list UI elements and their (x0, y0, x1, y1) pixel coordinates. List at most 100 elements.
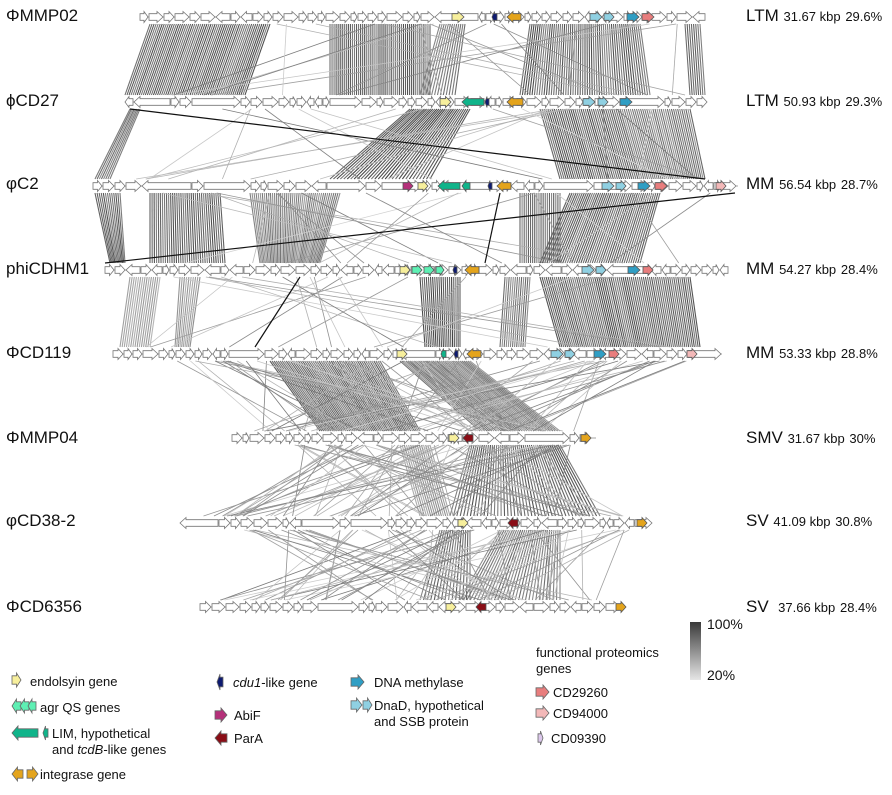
gene-arrow (329, 95, 362, 109)
homology-link (571, 192, 600, 264)
homology-link (173, 23, 376, 96)
homology-link (313, 276, 332, 348)
gene-arrow (263, 10, 273, 24)
homology-link (111, 192, 121, 264)
homology-link (249, 529, 572, 601)
homology-link (452, 529, 491, 601)
gene-arrow (413, 11, 421, 23)
gene-arrow (345, 431, 358, 445)
homology-link (506, 444, 582, 517)
homology-link (589, 192, 616, 264)
homology-link (541, 192, 573, 264)
homology-link (594, 192, 620, 264)
homology-link (392, 529, 554, 601)
homology-link (697, 23, 704, 96)
homology-link (539, 444, 567, 517)
homology-link (289, 360, 513, 432)
homology-link (130, 276, 142, 348)
homology-link (541, 108, 563, 180)
homology-link (201, 23, 228, 96)
homology-link (234, 23, 261, 96)
homology-link (191, 23, 218, 96)
homology-link (664, 108, 683, 180)
homology-link (435, 529, 621, 601)
homology-link (134, 276, 146, 348)
gene-arrow (148, 10, 164, 24)
homology-link (387, 108, 549, 180)
homology-link (615, 23, 622, 96)
homology-link (611, 108, 633, 180)
phage-size: 50.93 kbp (783, 94, 841, 109)
gene-arrow (485, 10, 496, 24)
gene-arrow (302, 600, 318, 614)
homology-link (259, 192, 268, 264)
homology-link (499, 276, 506, 348)
legend-agr-label: agr QS genes (40, 700, 121, 715)
homology-link (454, 23, 466, 96)
gene-arrow (362, 696, 373, 714)
homology-link (545, 23, 553, 96)
gene-arrow (481, 516, 492, 530)
phage-info-mmp02: LTM 31.67 kbp 29.6% (746, 6, 882, 26)
homology-link (658, 108, 677, 180)
homology-link (575, 192, 604, 264)
homology-link (276, 23, 619, 96)
homology-link (371, 360, 414, 432)
homology-link (171, 23, 198, 96)
homology-link (614, 276, 631, 348)
gene-arrow (287, 347, 296, 361)
homology-link (442, 276, 446, 348)
homology-link (292, 444, 306, 517)
gene-arrow (407, 95, 416, 109)
gene-arrow (516, 347, 530, 361)
homology-link (440, 360, 528, 432)
homology-link (555, 192, 645, 264)
homology-link (438, 276, 443, 348)
homology-link (639, 192, 661, 264)
gene-arrow (719, 263, 729, 277)
homology-link (222, 23, 249, 96)
homology-link (300, 444, 563, 517)
gene-arrow (317, 10, 326, 24)
homology-link (350, 444, 448, 517)
homology-link (145, 276, 233, 348)
homology-link (354, 444, 570, 517)
homology-link (543, 23, 551, 96)
gene-arrow (549, 600, 560, 614)
homology-link (419, 108, 465, 180)
homology-link (157, 23, 184, 96)
gene-arrow (484, 96, 490, 108)
homology-link (602, 276, 620, 348)
homology-link (297, 529, 446, 601)
homology-link (186, 192, 191, 264)
homology-link (576, 108, 598, 180)
gene-arrow (365, 179, 382, 193)
gene-arrow (189, 10, 201, 24)
homology-link (337, 529, 472, 601)
homology-link (642, 276, 658, 348)
homology-link (256, 360, 477, 432)
gene-arrow (383, 95, 399, 109)
homology-link (469, 360, 561, 432)
homology-link (547, 444, 581, 517)
homology-link (564, 108, 586, 180)
gene-arrow (278, 347, 288, 361)
homology-link (163, 192, 166, 264)
homology-link (553, 23, 560, 96)
gene-arrow (504, 600, 520, 614)
homology-link (351, 360, 395, 432)
homology-link (159, 23, 186, 96)
homology-link (161, 23, 188, 96)
homology-link (621, 23, 629, 96)
gene-arrow (310, 263, 321, 277)
homology-link (173, 276, 548, 348)
homology-link (455, 529, 462, 601)
gene-arrow (239, 600, 252, 614)
gene-arrow (295, 179, 312, 193)
gene-arrow (701, 263, 713, 277)
gene-arrow (526, 95, 542, 109)
homology-link (458, 529, 465, 601)
homology-link (575, 276, 595, 348)
gene-arrow (170, 95, 180, 109)
genome-track (104, 263, 729, 277)
